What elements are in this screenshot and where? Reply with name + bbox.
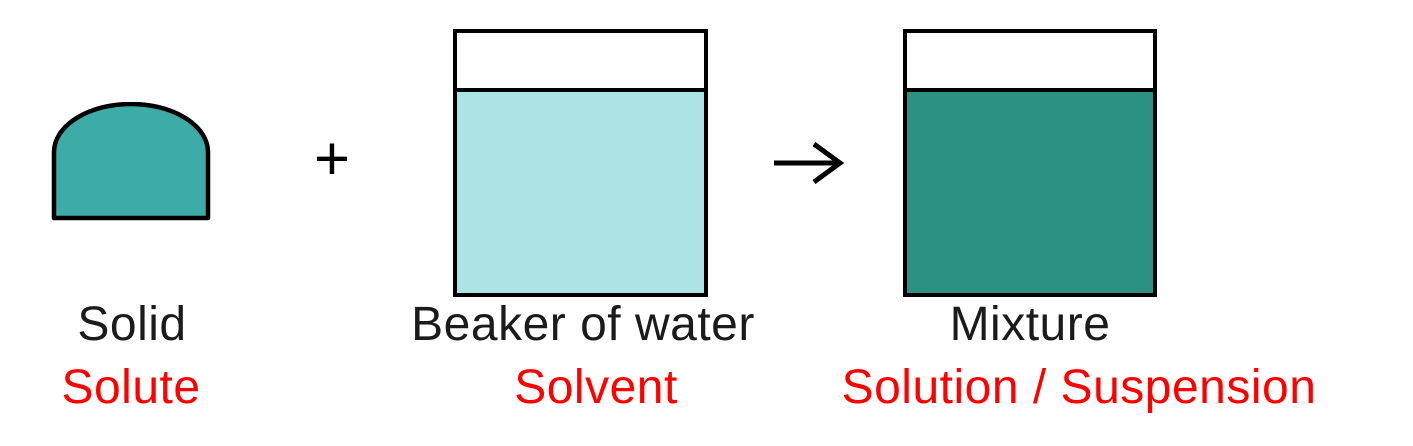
beaker-of-water — [453, 29, 708, 297]
plus-sign: + — [313, 124, 351, 194]
solution-suspension-label: Solution / Suspension — [841, 361, 1317, 414]
solvent-label: Solvent — [514, 361, 678, 414]
beaker-of-water-label: Beaker of water — [411, 298, 755, 351]
solid-lump-shape — [51, 102, 211, 221]
mixture-liquid — [907, 88, 1153, 293]
mixture-beaker — [903, 29, 1157, 297]
solute-label: Solute — [61, 361, 201, 414]
water-liquid — [457, 88, 704, 293]
solid-lump-path — [51, 102, 211, 221]
solid-label: Solid — [77, 298, 187, 351]
arrow-head — [812, 141, 845, 185]
mixture-label: Mixture — [949, 298, 1111, 351]
arrow-icon — [774, 141, 845, 185]
